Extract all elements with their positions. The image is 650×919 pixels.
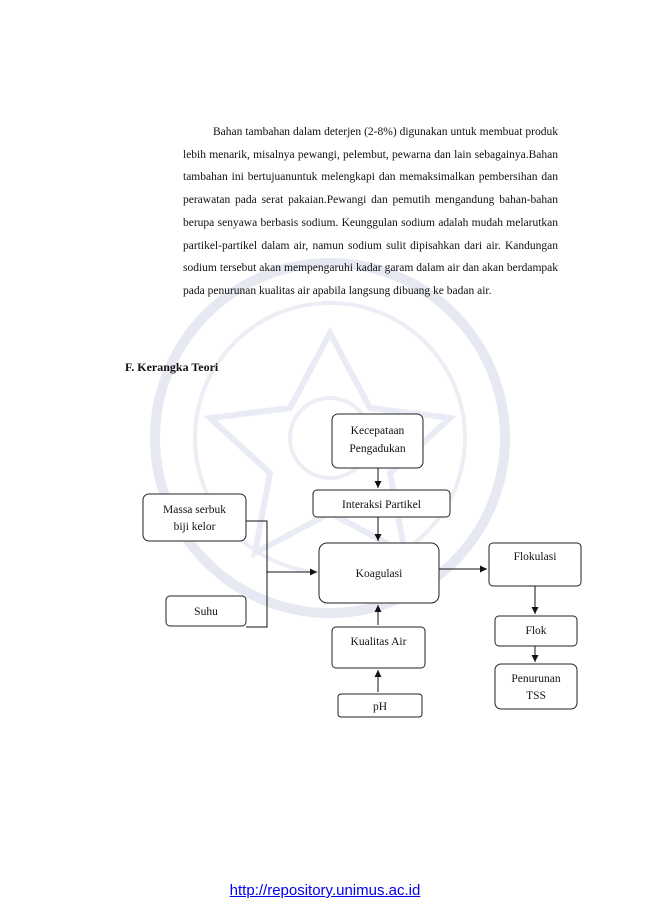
node-ph: pH [337, 693, 423, 718]
node-penurunan-tss: Penurunan TSS [494, 663, 578, 710]
edge-massa-junction [246, 520, 268, 628]
diagram-connectors [246, 468, 539, 692]
node-interaksi-partikel: Interaksi Partikel [312, 489, 451, 518]
node-label-line: biji kelor [174, 521, 216, 533]
node-label-line: Flokulasi [514, 551, 557, 563]
node-massa-serbuk: Massa serbuk biji kelor [142, 493, 247, 542]
node-koagulasi: Koagulasi [318, 542, 440, 604]
node-suhu: Suhu [165, 595, 247, 627]
node-label-line: Massa serbuk [163, 504, 226, 516]
body-paragraph: Bahan tambahan dalam deterjen (2-8%) dig… [183, 126, 558, 297]
node-label-line: Kecepataan [351, 425, 405, 437]
node-flok: Flok [494, 615, 578, 647]
node-label-line: Koagulasi [356, 568, 403, 580]
node-label-line: Pengadukan [349, 443, 405, 455]
node-kualitas-air: Kualitas Air [331, 626, 426, 669]
node-label-line: Kualitas Air [351, 636, 407, 648]
section-heading: F. Kerangka Teori [125, 360, 219, 374]
node-label-line: pH [373, 701, 387, 713]
node-label-line: Interaksi Partikel [342, 499, 421, 511]
node-label-line: Suhu [194, 606, 218, 618]
node-label-line: Penurunan [511, 673, 560, 685]
node-label-line: Flok [525, 625, 546, 637]
node-kecepatan-pengadukan: Kecepataan Pengadukan [331, 413, 424, 469]
node-flokulasi: Flokulasi [488, 542, 582, 587]
node-label-line: TSS [526, 690, 546, 702]
repository-link[interactable]: http://repository.unimus.ac.id [229, 882, 421, 899]
